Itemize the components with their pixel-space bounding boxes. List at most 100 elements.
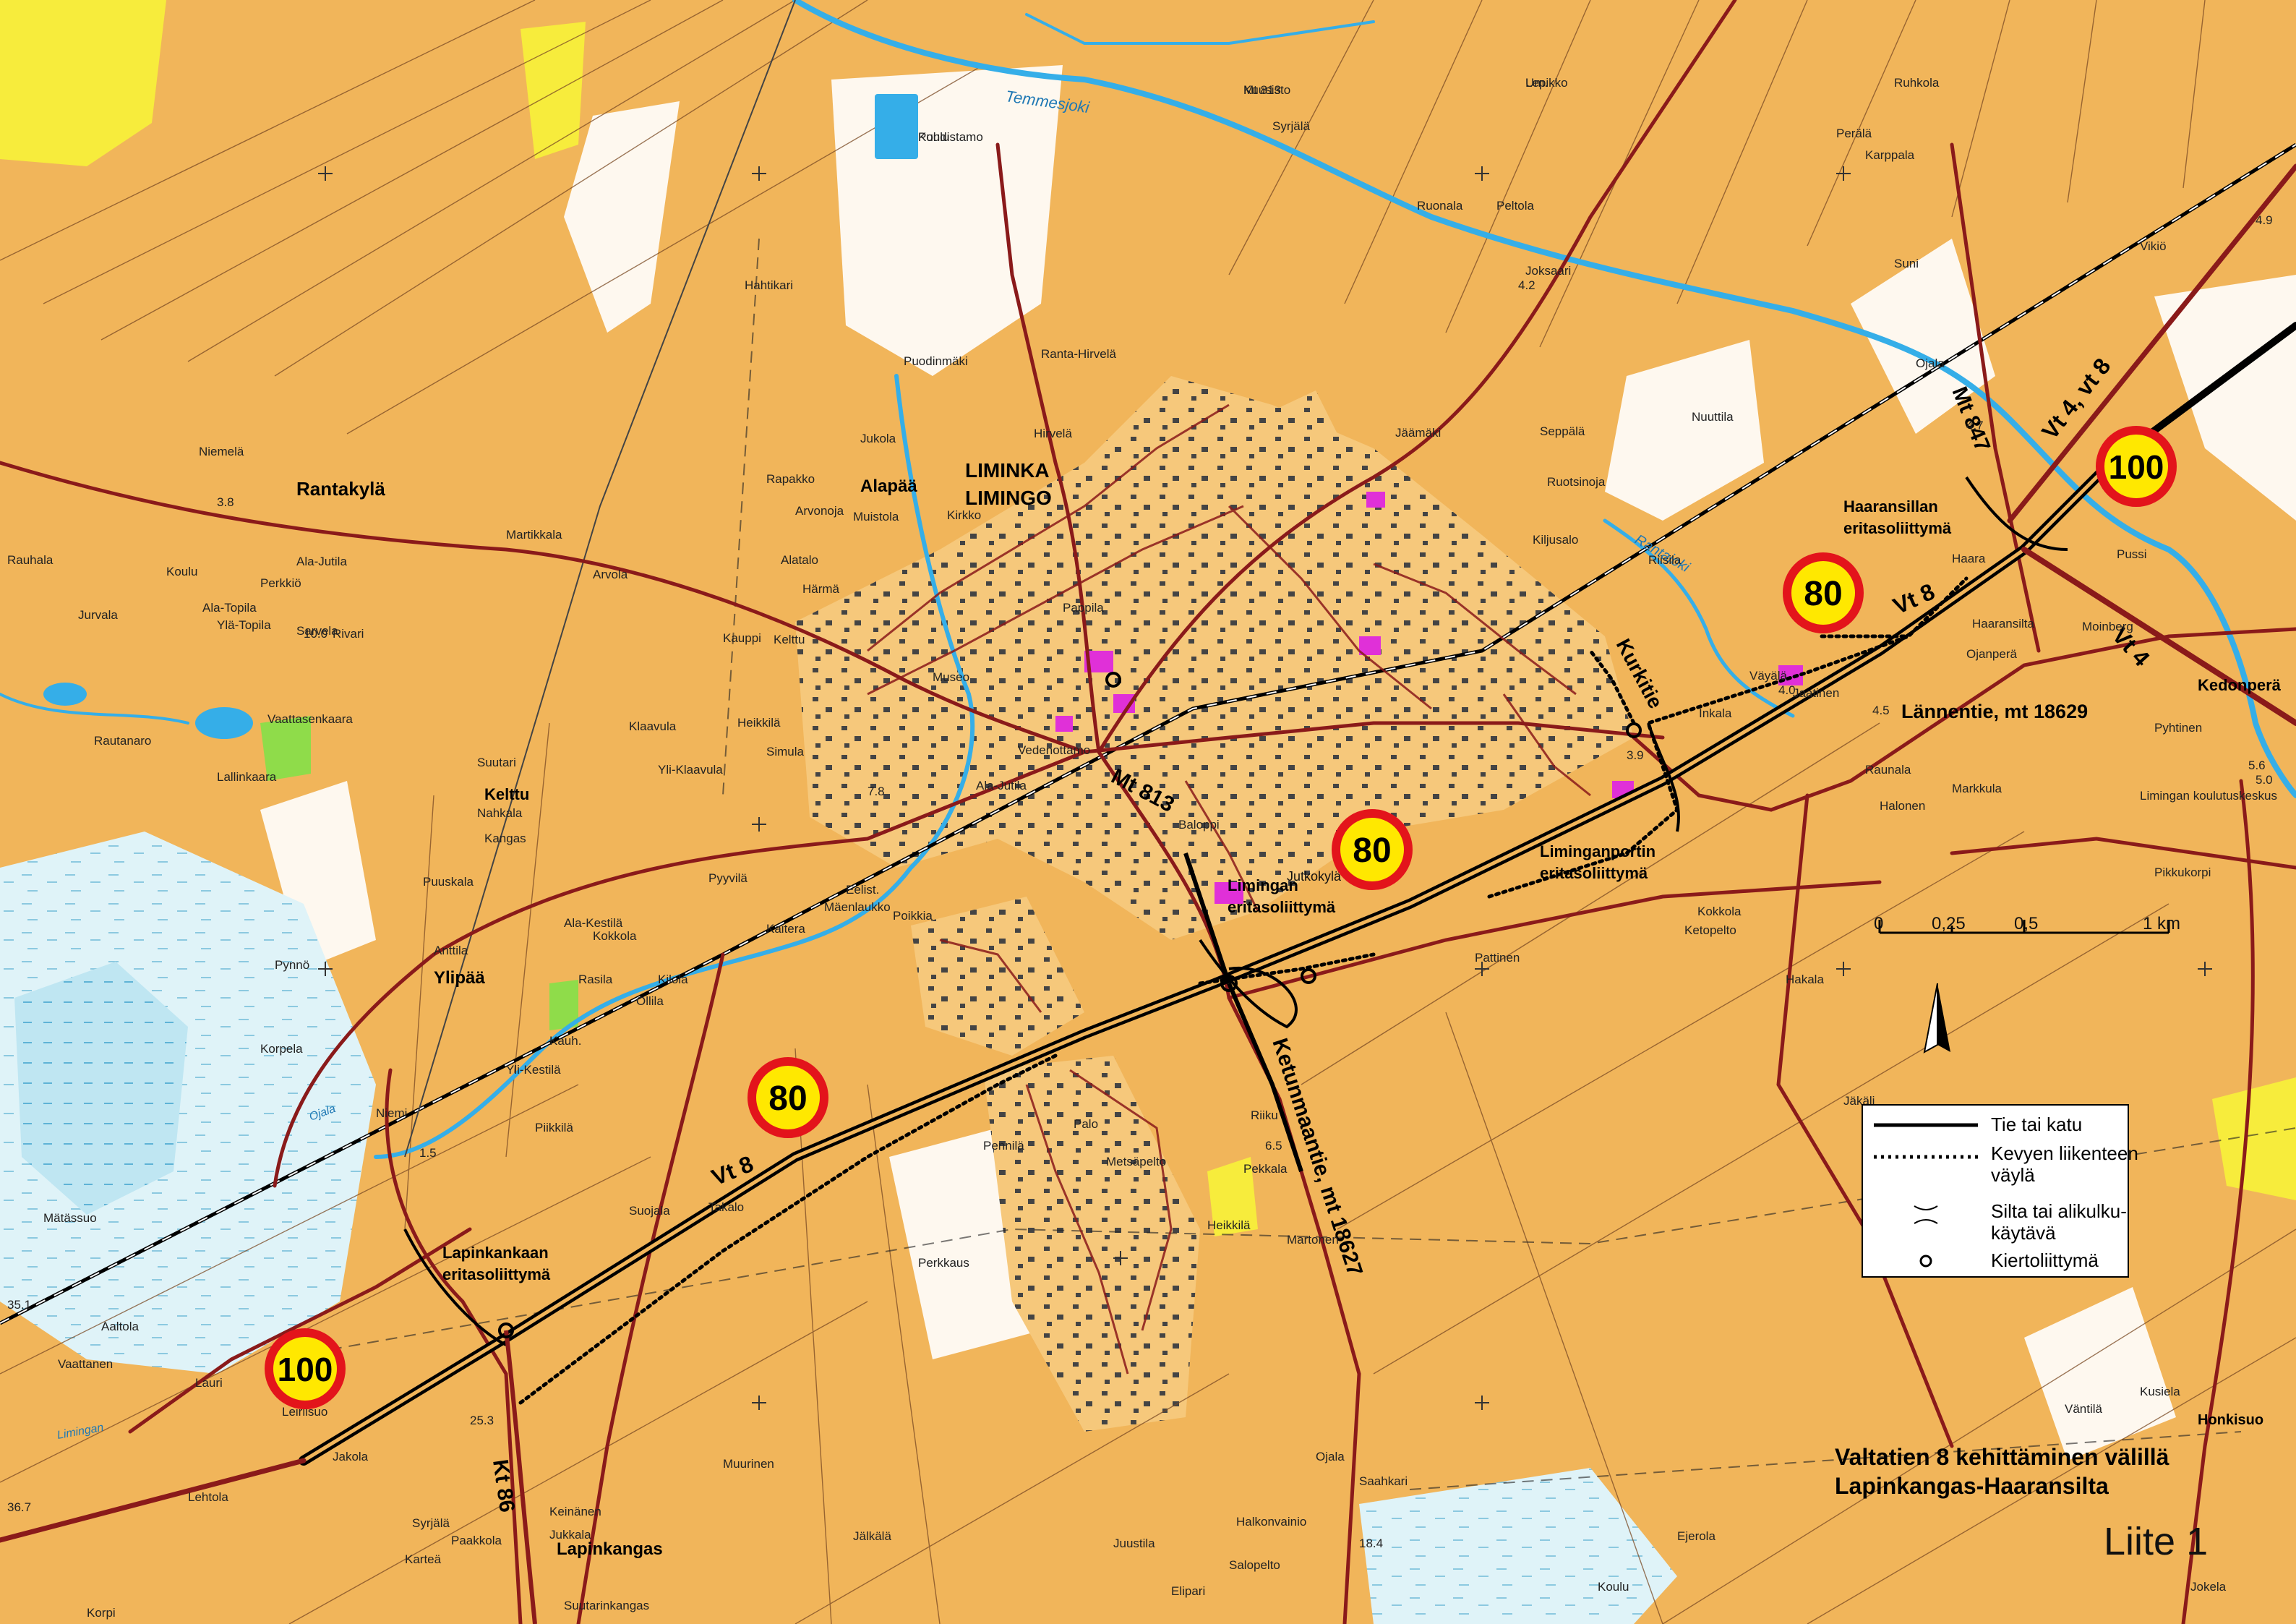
speed-sign-value: 100 [278, 1351, 333, 1388]
legend-road-label: Tie tai katu [1991, 1114, 2082, 1135]
minor-place-label: Mätässuo [43, 1211, 97, 1225]
elevation-label: 36.7 [7, 1500, 31, 1514]
minor-place-label: Takalo [708, 1200, 744, 1214]
place-ylipaa: Ylipää [434, 968, 485, 988]
minor-place-label: Ejerola [1677, 1529, 1715, 1543]
minor-place-label: Ranta-Hirvelä [1041, 347, 1116, 361]
minor-place-label: Elipari [1171, 1584, 1205, 1598]
minor-place-label: Kokkola [593, 929, 637, 943]
elevation-label: 10.0 [304, 627, 327, 641]
minor-place-label: Lauri [195, 1376, 223, 1390]
minor-place-label: Pikkukorpi [2154, 866, 2211, 879]
minor-place-label: Ojala [1916, 356, 1945, 370]
minor-place-label: Karteä [405, 1552, 442, 1566]
minor-place-label: Poikkia [893, 909, 933, 923]
minor-place-label: Palo [1074, 1117, 1098, 1131]
elevation-label: 35.1 [7, 1298, 31, 1312]
elevation-label: 4.0 [1778, 683, 1796, 697]
minor-place-label: Saahkari [1359, 1474, 1408, 1488]
minor-place-label: Ruotsinoja [1547, 475, 1606, 489]
urban-area [795, 376, 1634, 1432]
minor-place-label: Puhdistamo [918, 130, 983, 144]
minor-place-label: Karppala [1865, 148, 1915, 162]
minor-place-label: Rautanaro [94, 734, 151, 748]
minor-place-label: Kaitera [766, 922, 805, 936]
minor-place-label: Vaattanen [58, 1357, 113, 1371]
elevation-label: 4.9 [2256, 213, 2273, 227]
speed-sign-value: 80 [1353, 832, 1391, 870]
minor-place-label: Ruonala [1417, 199, 1463, 213]
scale-tick-025: 0,25 [1932, 914, 1966, 933]
minor-place-label: Kuusisto [1243, 83, 1290, 97]
minor-place-label: Nuuttila [1692, 410, 1734, 424]
minor-place-label: Markkula [1952, 782, 2002, 795]
elevation-label: 4.5 [1872, 704, 1890, 717]
minor-place-label: Pattinen [1475, 951, 1520, 965]
minor-place-label: Suutarinkangas [564, 1599, 649, 1612]
minor-place-label: Ylä-Topila [217, 618, 271, 632]
minor-place-label: Kelttu [774, 633, 805, 646]
minor-place-label: Vikiö [2140, 239, 2167, 253]
place-lapinkangas: Lapinkangas [557, 1539, 663, 1559]
minor-place-label: Museo [933, 670, 969, 684]
minor-place-label: Limingan koulutuskeskus [2140, 789, 2277, 803]
minor-place-label: Vaattasenkaara [267, 712, 353, 726]
minor-place-label: Halonen [1880, 799, 1925, 813]
scale-bar: 0 0,25 0,5 1 km [1874, 914, 2180, 934]
minor-place-label: Hirvelä [1034, 427, 1072, 440]
minor-place-label: Koulu [1598, 1580, 1629, 1594]
minor-place-label: Syrjälä [1272, 119, 1311, 133]
minor-place-label: Salopelto [1229, 1558, 1280, 1572]
speed-sign-value: 80 [1804, 575, 1842, 613]
minor-place-label: Aaltola [101, 1320, 140, 1333]
appendix-label: Liite 1 [2104, 1520, 2208, 1563]
elevation-label: 7.8 [868, 785, 885, 798]
minor-place-label: Paakkola [451, 1534, 502, 1547]
minor-place-label: Puodinmäki [904, 354, 968, 368]
place-rantakyla: Rantakylä [296, 478, 385, 500]
elevation-label: 4.7 [1966, 419, 1984, 432]
elevation-label: 1.5 [419, 1146, 437, 1160]
minor-place-label: Pyyvilä [708, 871, 748, 885]
elevation-label: 6.5 [1265, 1139, 1282, 1153]
place-honkisuo: Honkisuo [2198, 1412, 2263, 1428]
legend-roundabout-label: Kiertoliittymä [1991, 1249, 2099, 1271]
minor-place-label: Halkonvainio [1236, 1515, 1306, 1529]
minor-place-label: Pekkala [1243, 1162, 1288, 1176]
minor-place-label: Syrjälä [412, 1516, 450, 1530]
minor-place-label: Nahkala [477, 806, 523, 820]
minor-place-label: Alatalo [781, 553, 818, 567]
north-arrow [1923, 983, 1950, 1054]
minor-place-label: Rapakko [766, 472, 815, 486]
minor-place-label: Haaransilta [1972, 617, 2035, 631]
highway-vt8 [0, 163, 2296, 1543]
minor-place-label: Korpi [87, 1606, 116, 1620]
elevation-label: 5.6 [2248, 758, 2266, 772]
minor-place-label: Jokela [2190, 1580, 2227, 1594]
minor-place-label: Puuskala [423, 875, 474, 889]
place-alapaa: Alapää [860, 476, 917, 496]
speed-sign-80-takalo: 80 [748, 1057, 828, 1138]
minor-place-label: Mt 813 [1243, 83, 1281, 97]
elevation-label: 18.4 [1359, 1537, 1383, 1550]
grid-crosses [318, 166, 2212, 1410]
minor-place-label: Riiku [1251, 1108, 1278, 1122]
minor-place-label: Ala-Topila [202, 601, 257, 615]
minor-place-label: Lallinkaara [217, 770, 277, 784]
place-kelttu: Kelttu [484, 785, 529, 803]
ponds [43, 94, 918, 739]
minor-place-label: Korpela [260, 1042, 303, 1056]
minor-place-label: Koulu [166, 565, 197, 578]
speed-sign-80-liminka: 80 [1332, 809, 1413, 890]
minor-place-label: Pussi [2117, 547, 2147, 561]
minor-place-label: Sarvela [296, 624, 338, 638]
minor-place-label: Lepikko [1525, 76, 1568, 90]
interchange-limingan-line2: eritasoliittymä [1228, 898, 1336, 916]
yellow-patches [0, 0, 2296, 1236]
minor-place-label: Muistola [853, 510, 899, 523]
minor-place-label: Ala-Jutila [296, 555, 347, 568]
place-jutkokyla: Jutkokylä [1287, 869, 1342, 884]
elevation-label: 3.9 [1627, 748, 1644, 762]
boundary-lines [274, 238, 2296, 1490]
minor-place-label: Kauh. [549, 1034, 581, 1048]
